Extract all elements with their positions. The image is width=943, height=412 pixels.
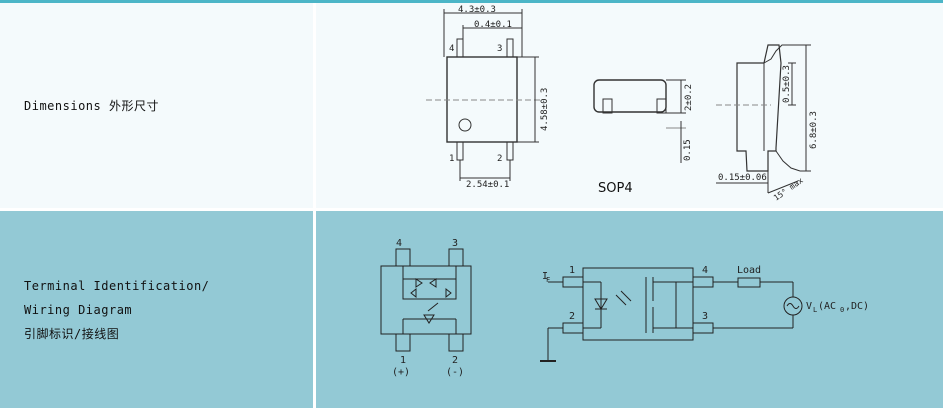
dim-top-width: 4.3±0.3: [458, 5, 496, 15]
row-separator: [0, 208, 943, 211]
dim-pitch: 2.54±0.1: [466, 180, 509, 190]
ic-body: [380, 265, 472, 335]
package-label: SOP4: [598, 181, 633, 196]
input-current-sub: F: [546, 276, 550, 284]
wiring-row: Terminal Identification/ Wiring Diagram …: [0, 211, 943, 408]
side-lead-right: [656, 98, 667, 114]
ic-pin-4-label: 4: [396, 238, 402, 249]
source-tail: (AC: [818, 301, 836, 312]
input-pin-2: [562, 322, 584, 334]
circuit-pin-1: 1: [569, 265, 575, 276]
wiring-diagram-cell: 4 3 1 2 (+) (-) I F 1 2 4 3 Load V L (AC: [316, 211, 943, 408]
source-tail-sub: 0: [840, 306, 844, 314]
output-pin-3: [692, 322, 714, 334]
input-current-label: I: [542, 271, 548, 282]
dimensions-label-cell: Dimensions 外形尺寸: [0, 3, 313, 208]
ic-pin-2-label: 2: [452, 355, 458, 366]
lead-4-top: [456, 38, 464, 58]
pin-2-label: 2: [497, 154, 502, 164]
dim-overall: 6.8±0.3: [809, 111, 819, 149]
source-sub: L: [813, 306, 817, 314]
dim-foot: 0.15±0.06: [718, 173, 767, 183]
ic-pin-3: [448, 248, 464, 267]
relay-body: [582, 267, 694, 341]
dim-body-height: 4.58±0.3: [540, 88, 550, 131]
wiring-label-cell: Terminal Identification/ Wiring Diagram …: [0, 211, 313, 408]
side-view-body: [593, 79, 667, 113]
column-divider: [313, 211, 316, 408]
dim-lead-thickness: 2±0.2: [684, 84, 694, 111]
top-border: [0, 0, 943, 3]
ic-pin-2: [448, 333, 464, 352]
ic-pin-1: [395, 333, 411, 352]
wiring-label-line-3: 引脚标识/接线图: [24, 326, 120, 341]
pin1-marker: [458, 118, 472, 132]
pin-3-label: 3: [497, 44, 502, 54]
end-view-outline: [736, 44, 782, 172]
wiring-label-line-2: Wiring Diagram: [24, 302, 133, 317]
wiring-diagram: 4 3 1 2 (+) (-) I F 1 2 4 3 Load V L (AC: [380, 238, 869, 378]
side-lead-left: [602, 98, 613, 114]
source-end: ,DC): [845, 301, 869, 312]
dimensions-row: Dimensions 外形尺寸: [0, 3, 943, 208]
dim-inner: 0.5±0.3: [782, 65, 792, 103]
circuit-pin-3: 3: [702, 311, 708, 322]
circuit-pin-2: 2: [569, 311, 575, 322]
lead-2-bottom: [506, 141, 514, 161]
ic-pin-4: [395, 248, 411, 267]
ic-pin-1-label: 1: [400, 355, 406, 366]
package-drawing: 4.3±0.3 0.4±0.1 4 3 1 2 2.54±0.1 4.58±0.…: [426, 5, 819, 203]
pin-4-label: 4: [449, 44, 454, 54]
input-pin-1: [562, 276, 584, 288]
circuit-pin-4: 4: [702, 265, 708, 276]
source-label: V: [806, 301, 812, 312]
dimensions-drawing-cell: 4.3±0.3 0.4±0.1 4 3 1 2 2.54±0.1 4.58±0.…: [316, 3, 943, 208]
wiring-label-line-1: Terminal Identification/: [24, 278, 210, 293]
dim-lead-offset: 0.15: [683, 139, 693, 161]
column-divider: [313, 3, 316, 208]
lead-1-bottom: [456, 141, 464, 161]
ic-pin-3-label: 3: [452, 238, 458, 249]
load-resistor: [737, 277, 761, 288]
polarity-minus: (-): [446, 367, 464, 378]
pin-1-label: 1: [449, 154, 454, 164]
lead-3-top: [506, 38, 514, 58]
polarity-plus: (+): [392, 367, 410, 378]
dim-lead-width: 0.4±0.1: [474, 20, 512, 30]
dimensions-label: Dimensions 外形尺寸: [24, 98, 159, 113]
output-pin-4: [692, 276, 714, 288]
load-label: Load: [737, 265, 761, 276]
